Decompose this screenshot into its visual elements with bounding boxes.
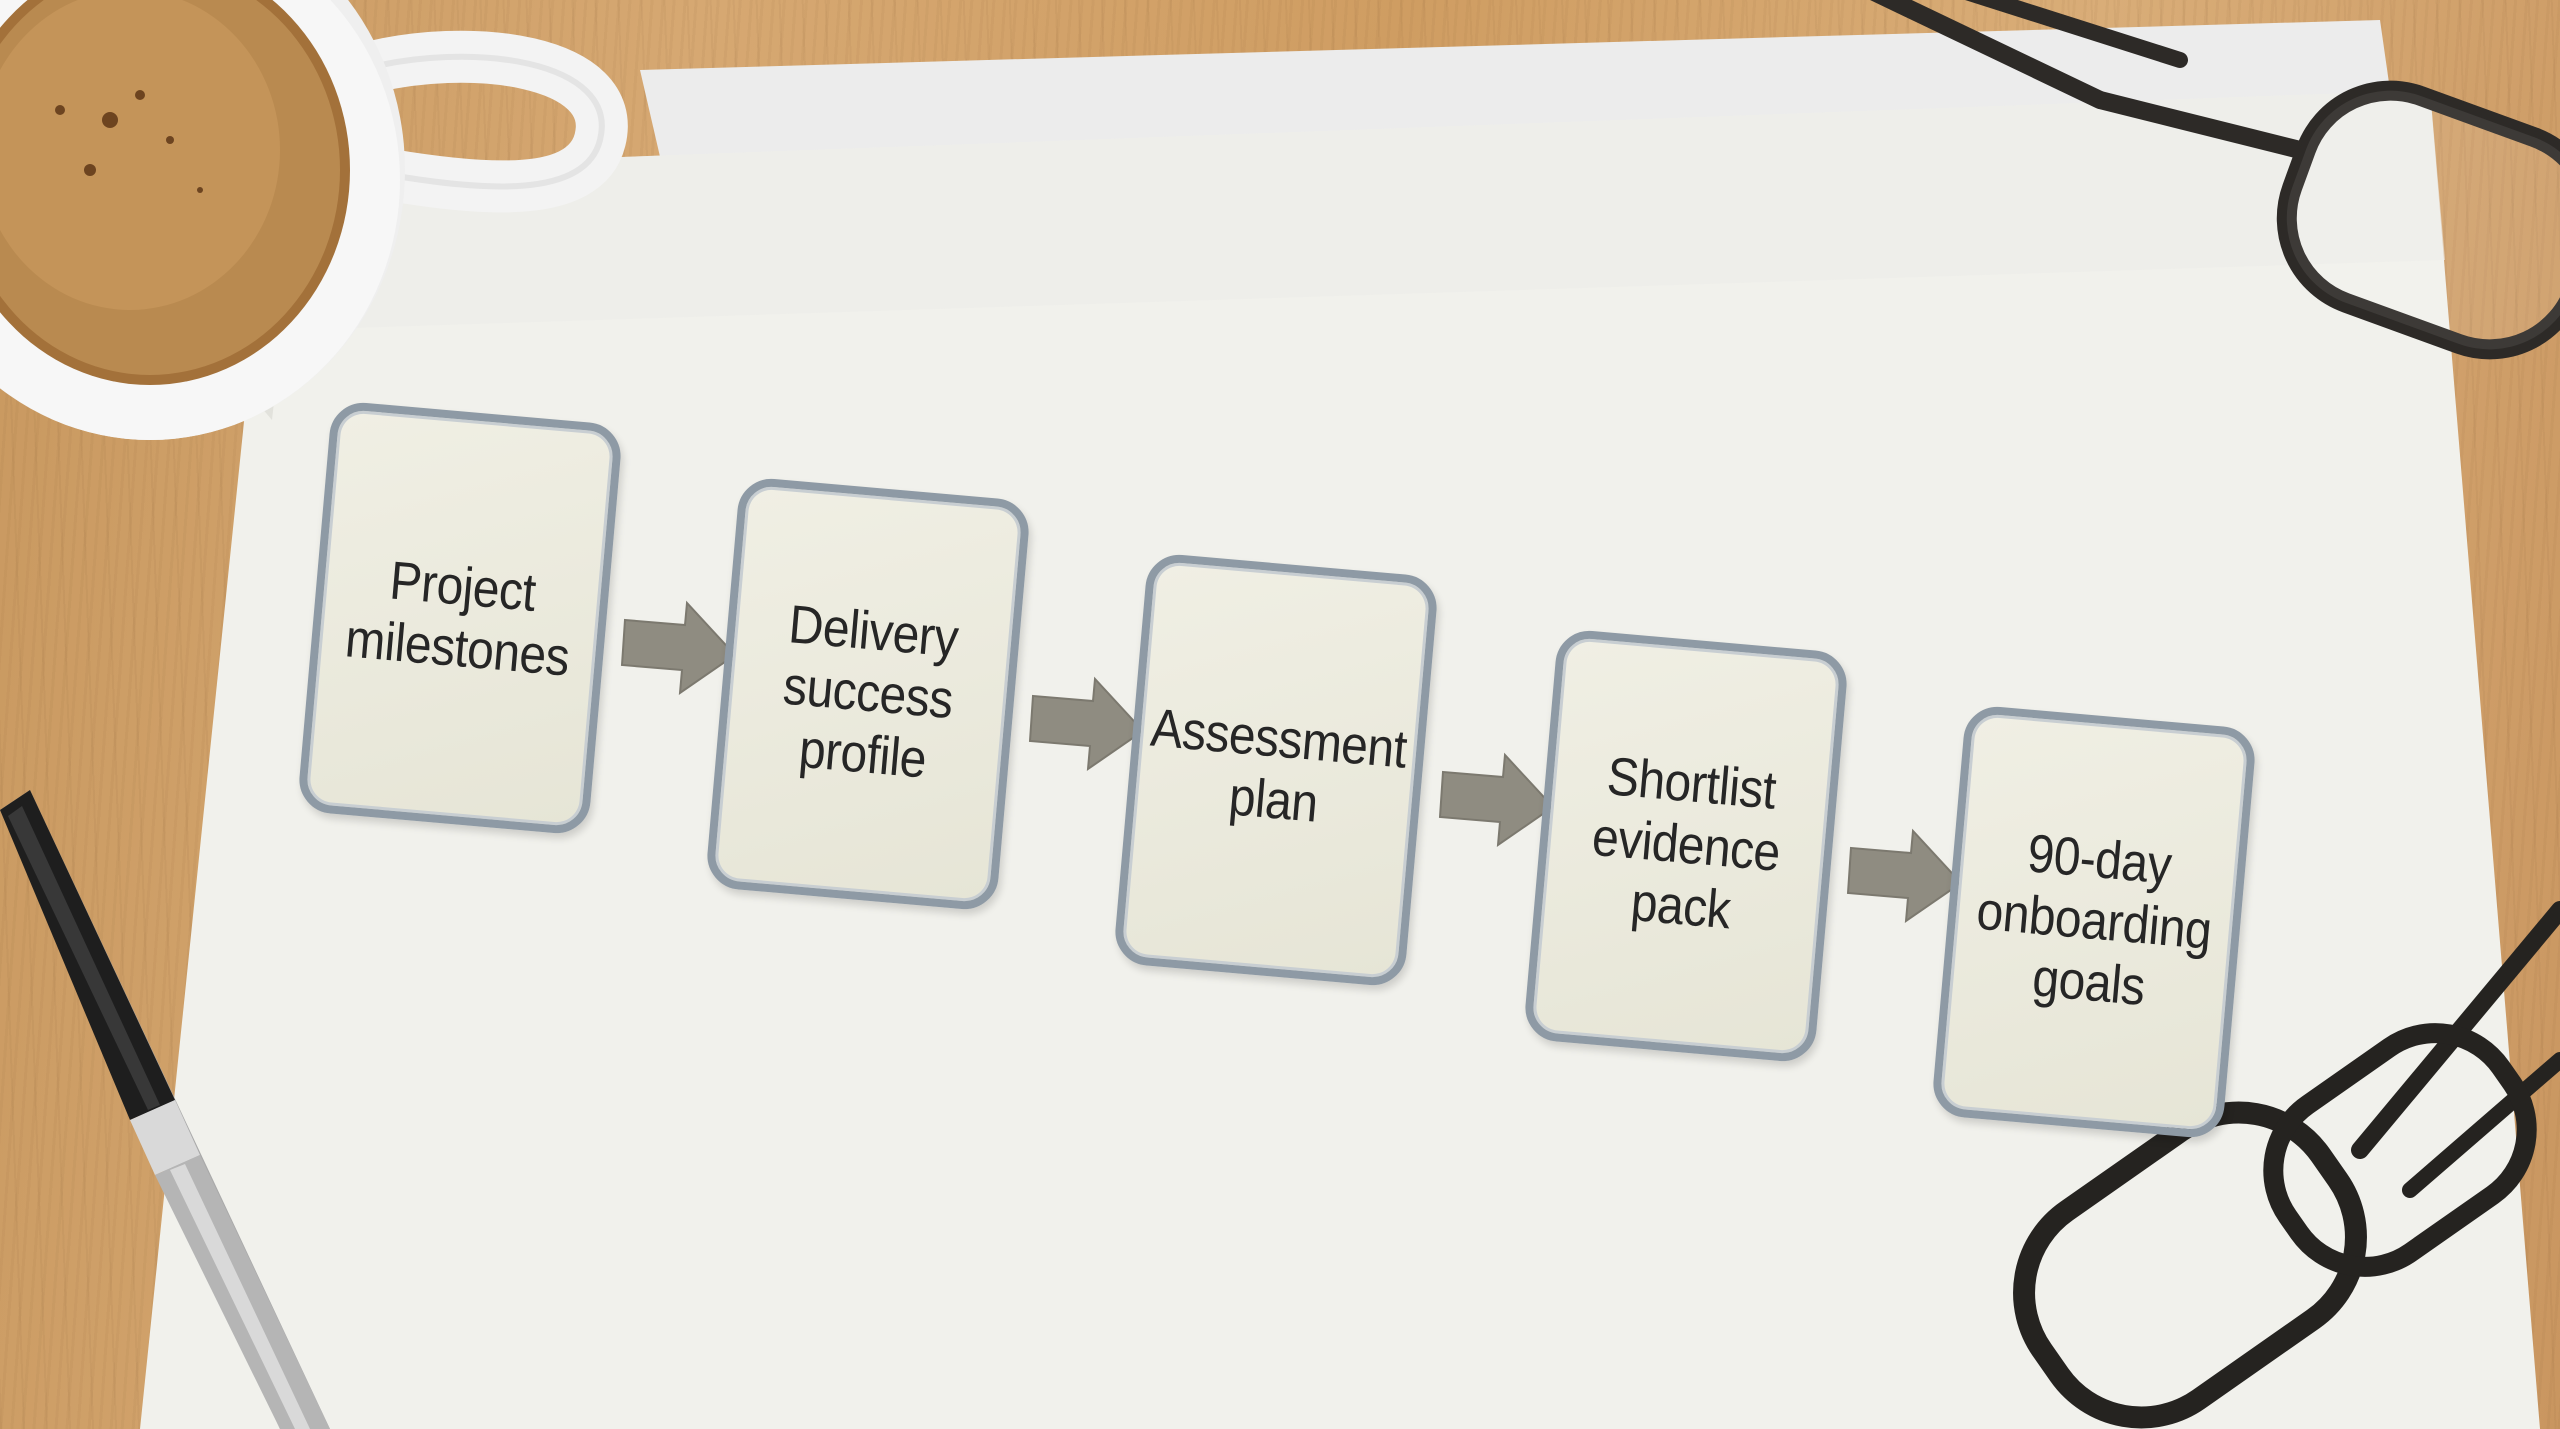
step-box-delivery-success-profile: Delivery success profile (704, 476, 1032, 912)
eyeglasses-bottom (2013, 901, 2560, 1429)
pen (0, 790, 330, 1429)
step-box-assessment-plan: Assessment plan (1112, 552, 1440, 988)
step-box-onboarding-goals: 90-day onboarding goals (1930, 704, 2258, 1140)
coffee-cup (0, 0, 628, 440)
step-label: 90-day onboarding goals (1974, 824, 2214, 1018)
step-label: Project milestones (342, 551, 572, 689)
eyeglasses-top (1870, 0, 2560, 360)
step-label: Delivery success profile (780, 595, 961, 791)
step-box-project-milestones: Project milestones (296, 400, 624, 836)
step-label: Shortlist evidence pack (1589, 747, 1783, 942)
step-label: Assessment plan (1148, 698, 1410, 835)
step-box-shortlist-evidence-pack: Shortlist evidence pack (1522, 628, 1850, 1064)
